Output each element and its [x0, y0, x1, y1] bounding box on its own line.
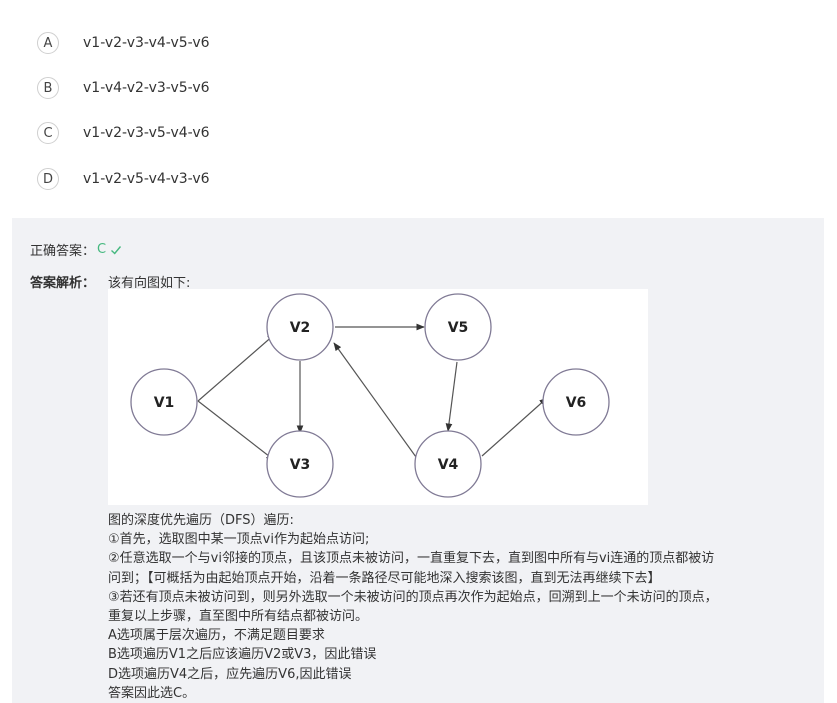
- explanation-line: 答案因此选C。: [108, 685, 196, 701]
- edge-v4-v2: [333, 342, 417, 458]
- explanation-line: 重复以上步骤，直至图中所有结点都被访问。: [108, 609, 369, 625]
- node-label: V1: [154, 395, 175, 411]
- option-text: v1-v2-v3-v5-v4-v6: [83, 125, 210, 141]
- graph-node-v5: V5: [424, 293, 492, 361]
- graph-node-v2: V2: [266, 293, 334, 361]
- edge-v1-v2: [197, 333, 276, 402]
- edge-v4-v6: [481, 397, 548, 457]
- explanation-line: 问到；【可概括为由起始顶点开始，沿着一条路径尽可能地深入搜索该图，直到无法再继续…: [108, 570, 661, 586]
- check-icon: [111, 245, 122, 255]
- option-a[interactable]: A v1-v2-v3-v4-v5-v6: [37, 30, 210, 56]
- graph-node-v4: V4: [414, 430, 482, 498]
- node-label: V6: [566, 395, 587, 411]
- option-letter-badge: C: [37, 122, 59, 144]
- node-label: V5: [448, 320, 469, 336]
- node-label: V3: [290, 457, 311, 473]
- graph-node-v6: V6: [542, 368, 610, 436]
- graph-node-v1: V1: [130, 368, 198, 436]
- explanation-label: 答案解析：: [30, 276, 96, 291]
- edge-v5-v4: [445, 361, 458, 432]
- explanation-body: 图的深度优先遍历（DFS）遍历: ①首先，选取图中某一顶点vi作为起始点访问; …: [108, 511, 808, 703]
- node-label: V2: [290, 320, 311, 336]
- option-letter-badge: A: [37, 32, 59, 54]
- node-label: V4: [438, 457, 459, 473]
- explanation-line: A选项属于层次遍历，不满足题目要求: [108, 628, 325, 644]
- explanation-intro: 该有向图如下:: [108, 276, 191, 291]
- explanation-line: ②任意选取一个与vi邻接的顶点，且该顶点未被访问，一直重复下去，直到图中所有与v…: [108, 551, 715, 567]
- explanation-line: ①首先，选取图中某一顶点vi作为起始点访问;: [108, 532, 370, 548]
- correct-answer-row: 正确答案： C: [30, 240, 122, 259]
- correct-answer-label: 正确答案：: [30, 244, 96, 259]
- explanation-line: ③若还有顶点未被访问到，则另外选取一个未被访问的顶点再次作为起始点，回溯到上一个…: [108, 589, 718, 605]
- option-b[interactable]: B v1-v4-v2-v3-v5-v6: [37, 75, 210, 101]
- option-d[interactable]: D v1-v2-v5-v4-v3-v6: [37, 166, 210, 192]
- graph-node-v3: V3: [266, 430, 334, 498]
- option-text: v1-v2-v5-v4-v3-v6: [83, 171, 210, 187]
- explanation-line: D选项遍历V4之后，应先遍历V6,因此错误: [108, 666, 352, 682]
- explanation-line: B选项遍历V1之后应该遍历V2或V3，因此错误: [108, 647, 377, 663]
- option-c[interactable]: C v1-v2-v3-v5-v4-v6: [37, 120, 210, 146]
- option-letter-badge: D: [37, 168, 59, 190]
- option-letter-badge: B: [37, 77, 59, 99]
- option-text: v1-v2-v3-v4-v5-v6: [83, 35, 210, 51]
- directed-graph-figure: V1 V2 V3 V4 V5 V6: [108, 289, 648, 505]
- directed-graph-svg: V1 V2 V3 V4 V5 V6: [130, 293, 610, 498]
- edge-v1-v3: [197, 400, 275, 461]
- correct-answer-value: C: [97, 242, 107, 257]
- analysis-panel: 正确答案： C 答案解析： 该有向图如下: V1: [12, 218, 824, 703]
- explanation-line: 图的深度优先遍历（DFS）遍历:: [108, 513, 294, 528]
- option-text: v1-v4-v2-v3-v5-v6: [83, 80, 210, 96]
